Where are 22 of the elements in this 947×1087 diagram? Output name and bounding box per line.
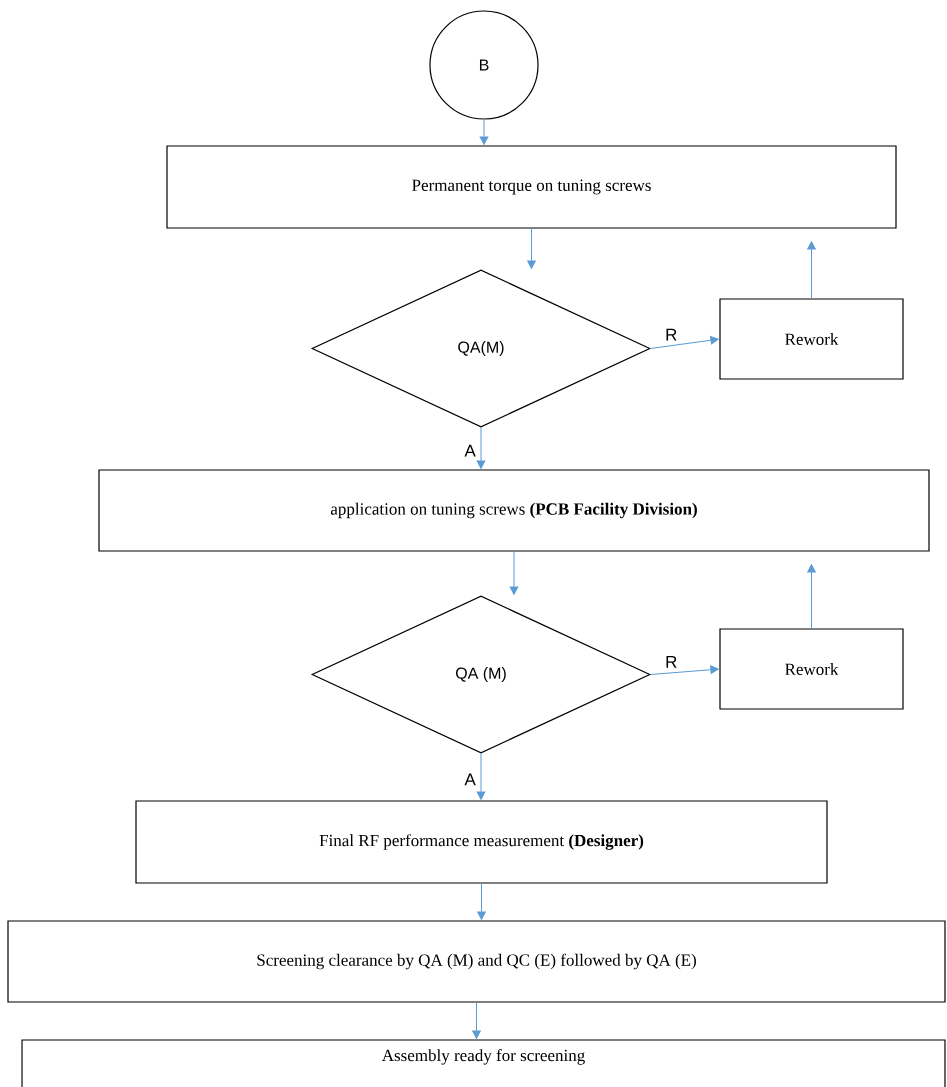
edge-label: A bbox=[463, 772, 477, 787]
process-box: Screening clearance by QA (M) and QC (E) followed by QA (E) bbox=[7, 920, 946, 1003]
process-box: Assembly ready for screening bbox=[21, 1039, 946, 1087]
arrow bbox=[650, 335, 719, 349]
process-box: application on tuning screws (PCB Facility Division) bbox=[98, 469, 930, 552]
arrow bbox=[477, 883, 486, 920]
arrow bbox=[509, 551, 519, 595]
arrow bbox=[650, 665, 719, 675]
arrow bbox=[476, 753, 486, 800]
process-box: Final RF performance measurement (Designer) bbox=[135, 800, 828, 884]
process-box: Rework bbox=[719, 298, 904, 380]
arrow bbox=[807, 564, 816, 629]
process-box: Permanent torque on tuning screws bbox=[166, 145, 897, 229]
arrow bbox=[476, 427, 486, 469]
edge-label: A bbox=[463, 443, 477, 458]
arrow bbox=[472, 1002, 481, 1039]
edge-label: R bbox=[664, 327, 679, 342]
arrow bbox=[807, 241, 816, 299]
arrow bbox=[527, 228, 536, 269]
edge-label: R bbox=[664, 654, 679, 669]
process-box: Rework bbox=[719, 628, 904, 710]
arrow bbox=[479, 119, 489, 145]
